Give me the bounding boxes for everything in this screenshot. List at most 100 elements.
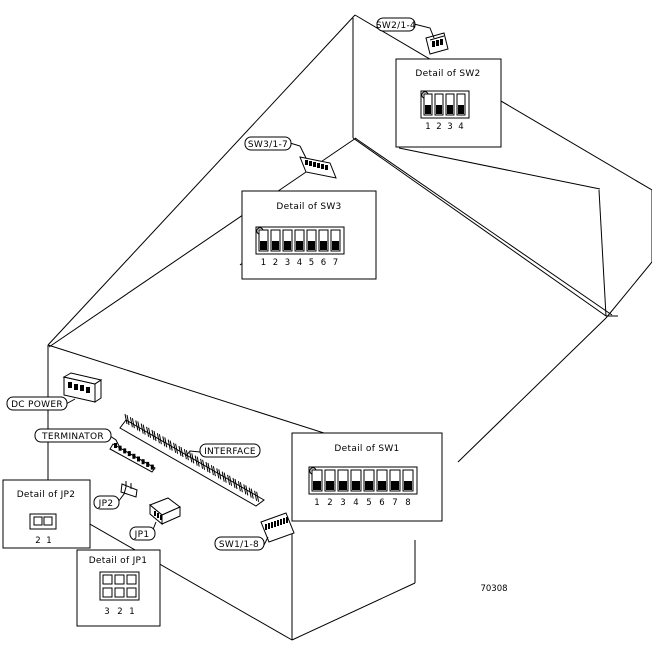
detail-sw3-title: Detail of SW3	[276, 202, 341, 212]
interface-pin	[196, 456, 200, 467]
sw3-switch-number: 2	[273, 258, 278, 268]
interface-pin	[135, 420, 139, 431]
detail-jp2-title: Detail of JP2	[17, 490, 76, 500]
terminator-pin	[141, 459, 145, 465]
sw1-switch-actuator	[365, 481, 373, 490]
callout-jp1: JP1	[129, 526, 156, 541]
sw1-switch-slot	[376, 469, 388, 492]
sw1-switch-number: 7	[392, 498, 397, 508]
jp2-part	[120, 481, 138, 498]
interface-pin	[178, 445, 182, 457]
interface-pin	[148, 427, 152, 438]
jp2-pin	[43, 516, 53, 526]
sw1-switch-actuator	[378, 481, 386, 490]
sw1-switch-actuator	[326, 481, 334, 490]
callout-dc-power-text: DC POWER	[11, 400, 63, 410]
interface-pin	[218, 469, 222, 480]
interface-pin	[180, 446, 184, 458]
drive-enclosure	[47, 14, 652, 641]
sw2-switch-number: 3	[447, 122, 452, 132]
figure-id: 70308	[480, 584, 507, 594]
sw2-switch-actuator	[436, 105, 442, 114]
terminator-pin	[127, 451, 131, 457]
interface-pin	[131, 418, 135, 429]
sw3-switch-slot	[318, 229, 329, 252]
sw1-switch-actuator	[339, 481, 347, 490]
interface-pin	[189, 452, 193, 463]
interface-pin	[237, 481, 241, 492]
dc-power-connector	[62, 372, 103, 403]
terminator-pin	[132, 453, 136, 459]
sw1-switch-slot	[311, 469, 323, 492]
sw2-switch-number: 1	[425, 122, 430, 132]
sw3-switch-actuator	[308, 241, 315, 250]
interface-pin	[156, 433, 160, 444]
interface-pin	[248, 487, 252, 498]
sw1-switch-actuator	[352, 481, 360, 490]
interface-pin	[175, 443, 179, 454]
interface-pin	[185, 450, 189, 461]
terminator-pin	[150, 464, 154, 470]
sw2-switch-actuator	[425, 105, 431, 114]
interface-pin	[212, 466, 216, 477]
sw3-switch-actuator	[296, 241, 303, 250]
interface-pin	[216, 468, 220, 479]
sw3-switch-number: 6	[321, 258, 326, 268]
sw1-switch-slot	[324, 469, 336, 492]
sw2-switch-slot	[445, 93, 455, 116]
sw3-switch-number: 3	[285, 258, 290, 268]
sw3-switch-slot	[258, 229, 269, 252]
sw3-switch-actuator	[320, 241, 327, 250]
jp1-pin-number: 3	[104, 607, 109, 617]
sw2-switch-actuator	[458, 105, 464, 114]
sw3-switch-actuator	[272, 241, 279, 250]
sw3-switch-actuator	[260, 241, 267, 250]
jp2-pin-number: 2	[35, 536, 40, 546]
sw3-switch-slot	[294, 229, 305, 252]
sw1-switch-number: 5	[366, 498, 371, 508]
callout-terminator-text: TERMINATOR	[41, 432, 104, 442]
interface-pin	[223, 472, 227, 483]
interface-pin	[124, 413, 128, 425]
interface-pin	[221, 471, 225, 482]
interface-connector	[119, 413, 265, 507]
interface-pin	[239, 482, 243, 493]
sw1-switch-number: 6	[379, 498, 384, 508]
interface-pin	[137, 421, 141, 432]
jp1-pin-number: 1	[129, 607, 134, 617]
detail-jp1-title: Detail of JP1	[89, 556, 148, 566]
sw3-switch-actuator	[284, 241, 291, 250]
interface-pin	[142, 424, 146, 435]
callout-sw1: SW1/1-8	[214, 536, 265, 551]
sw1-switch-number: 3	[340, 498, 345, 508]
callout-sw3: SW3/1-7	[244, 136, 292, 151]
jp1-pin-number: 2	[117, 607, 122, 617]
sw2-switch-actuator	[447, 105, 453, 114]
sw1-switch-number: 2	[327, 498, 332, 508]
sw3-switch-slot	[330, 229, 341, 252]
interface-pin	[173, 442, 177, 453]
interface-pin	[227, 474, 231, 485]
detail-jp2-box: Detail of JP2 2 1	[2, 479, 91, 549]
sw1-switch-number: 4	[353, 498, 358, 508]
jp1-part	[149, 497, 181, 526]
callout-interface-text: INTERFACE	[204, 447, 256, 457]
interface-pin	[256, 491, 260, 502]
interface-pin	[250, 488, 254, 499]
callout-sw2: SW2/1-4	[376, 17, 416, 32]
jp2-pin	[33, 516, 43, 526]
terminator-pin	[123, 448, 127, 454]
sw3-switch-number: 5	[309, 258, 314, 268]
sw2-part	[425, 32, 449, 55]
sw1-switch-slot	[350, 469, 362, 492]
sw2-switch-slot	[456, 93, 466, 116]
interface-pin	[234, 478, 238, 490]
callout-interface: INTERFACE	[199, 443, 261, 458]
sw1-switch-actuator	[313, 481, 321, 490]
sw2-switch-number: 2	[436, 122, 441, 132]
detail-sw2-title: Detail of SW2	[415, 69, 480, 79]
